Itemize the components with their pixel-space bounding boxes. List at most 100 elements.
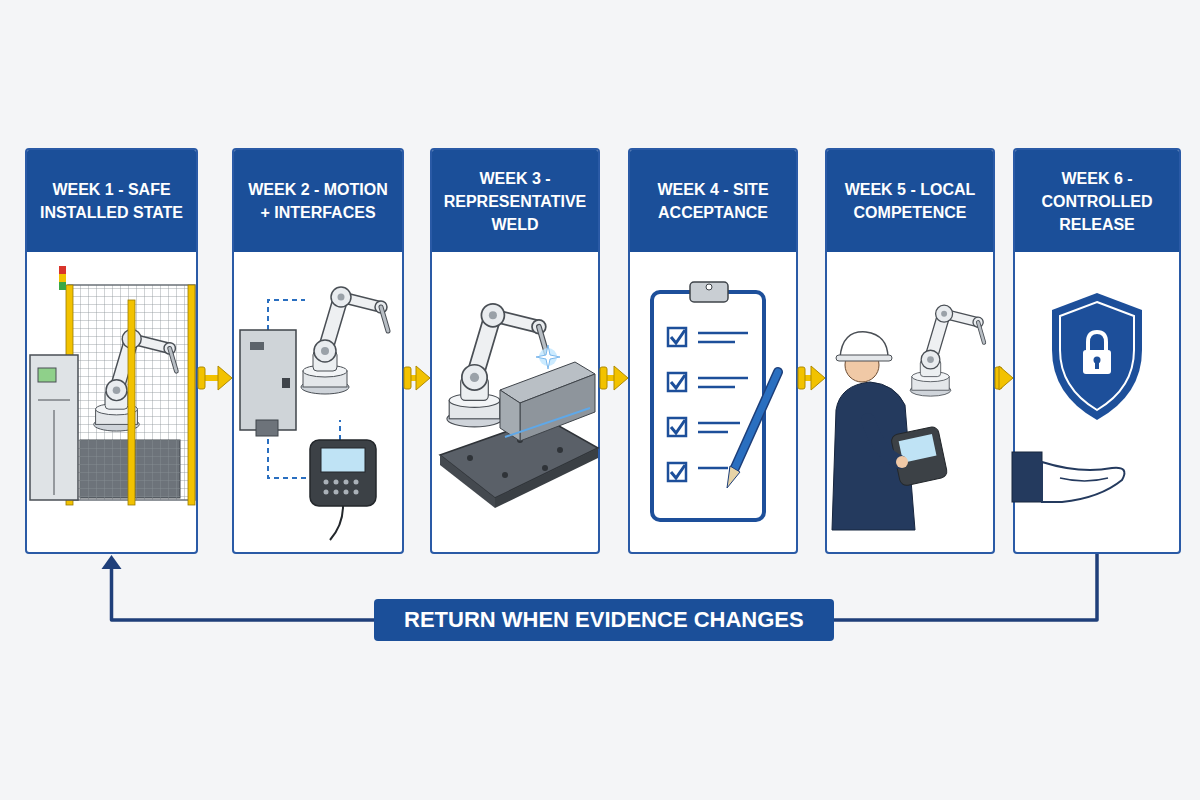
weld-fixture-part [500, 362, 595, 403]
release-shield-part [1052, 293, 1142, 420]
technician-part [890, 426, 948, 487]
controller-and-pendant-part [301, 287, 388, 394]
card-header: WEEK 5 - LOCAL COMPETENCE [827, 150, 993, 252]
checklist-clipboard-part [668, 418, 686, 436]
weld-fixture-part [542, 465, 548, 471]
technician-part [836, 355, 892, 361]
card-title: WEEK 1 - SAFE INSTALLED STATE [35, 178, 188, 224]
robot-cell-part [59, 282, 66, 290]
flow-connector [404, 366, 430, 390]
flow-connector [198, 366, 232, 390]
release-shield-part [1012, 452, 1042, 502]
controller-and-pendant-part [324, 490, 329, 495]
weld-fixture-part [557, 447, 563, 453]
flow-connector [798, 366, 825, 390]
technician-part [840, 332, 888, 358]
checklist-clipboard-part [698, 467, 728, 470]
checklist-clipboard-part [698, 431, 728, 434]
robot-cell-part [80, 440, 180, 498]
connector-cap [600, 367, 607, 389]
card-title: WEEK 2 - MOTION + INTERFACES [242, 178, 394, 224]
robot-cell-part [188, 285, 195, 505]
connector-line [798, 375, 815, 381]
flow-connector [995, 366, 1013, 390]
week-card: WEEK 5 - LOCAL COMPETENCE [825, 148, 995, 554]
checklist-clipboard-part [671, 465, 685, 478]
weld-fixture-part [502, 472, 508, 478]
robot-cell-part [38, 400, 70, 401]
arrow-head [999, 366, 1013, 390]
controller-and-pendant-part [310, 440, 376, 506]
checklist-clipboard-part [671, 420, 685, 433]
release-shield [1012, 293, 1142, 502]
checklist-clipboard-part [734, 372, 778, 470]
arrow-head [614, 366, 628, 390]
card-header: WEEK 1 - SAFE INSTALLED STATE [27, 150, 196, 252]
technician-part [868, 420, 900, 462]
controller-and-pendant-part [250, 342, 264, 350]
controller-and-pendant [240, 287, 388, 540]
arrow-head [218, 366, 232, 390]
card-title: WEEK 3 - REPRESENTATIVE WELD [440, 167, 590, 236]
controller-and-pendant-part [268, 430, 310, 478]
controller-and-pendant-part [324, 480, 329, 485]
weld-fixture-part [467, 455, 473, 461]
robot-cell-part [80, 440, 180, 498]
robot-cell-part [128, 300, 135, 505]
technician-part [910, 305, 984, 396]
checklist-clipboard-part [698, 341, 735, 344]
controller-and-pendant-part [321, 448, 365, 472]
week-card: WEEK 1 - SAFE INSTALLED STATE [25, 148, 198, 554]
controller-and-pendant-part [268, 300, 305, 330]
card-title: WEEK 6 - CONTROLLED RELEASE [1023, 167, 1171, 236]
weld-fixture-part [520, 374, 595, 441]
robot-cell-part [94, 329, 177, 431]
checklist-clipboard-part [698, 386, 735, 389]
week-card: WEEK 3 - REPRESENTATIVE WELD [430, 148, 600, 554]
robot-cell-part [66, 285, 73, 505]
card-header: WEEK 3 - REPRESENTATIVE WELD [432, 150, 598, 252]
checklist-clipboard-part [698, 422, 740, 425]
weld-fixture-part [495, 448, 598, 508]
controller-and-pendant-part [330, 506, 343, 540]
robot-cell-part [59, 266, 66, 274]
card-header: WEEK 4 - SITE ACCEPTANCE [630, 150, 796, 252]
robot-cell [30, 266, 195, 505]
robot-cell-part [59, 274, 66, 282]
weld-fixture-part [440, 418, 598, 498]
robot-cell-part [68, 285, 195, 500]
controller-and-pendant-part [334, 490, 339, 495]
controller-and-pendant-part [240, 330, 296, 430]
arrow-head [811, 366, 825, 390]
checklist-clipboard-part [690, 282, 728, 302]
technician-part-part [899, 434, 937, 463]
release-shield-part [1060, 302, 1134, 410]
release-shield-part [1083, 350, 1111, 374]
checklist-clipboard-part [652, 292, 764, 520]
connector-line [198, 375, 222, 381]
controller-and-pendant-part [339, 420, 341, 440]
release-shield-part [1094, 357, 1101, 364]
arrow-head [416, 366, 430, 390]
robot-cell-part [30, 355, 78, 500]
checklist-clipboard-part [734, 372, 778, 470]
connector-line [995, 375, 1003, 381]
connector-cap [198, 367, 205, 389]
week-card: WEEK 4 - SITE ACCEPTANCE [628, 148, 798, 554]
controller-and-pendant-part [334, 480, 339, 485]
card-header: WEEK 2 - MOTION + INTERFACES [234, 150, 402, 252]
card-header: WEEK 6 - CONTROLLED RELEASE [1015, 150, 1179, 252]
checklist-clipboard-part [727, 466, 740, 488]
robot-cell-part [54, 410, 55, 495]
checklist-clipboard-part [698, 332, 748, 335]
connector-cap [798, 367, 805, 389]
card-title: WEEK 5 - LOCAL COMPETENCE [835, 178, 985, 224]
technician-part [845, 348, 879, 382]
week-card: WEEK 6 - CONTROLLED RELEASE [1013, 148, 1181, 554]
checklist-clipboard-part [671, 330, 685, 343]
card-title: WEEK 4 - SITE ACCEPTANCE [638, 178, 788, 224]
weld-fixture-part [536, 345, 560, 369]
weld-fixture-part [505, 408, 590, 437]
connector-line [404, 375, 420, 381]
